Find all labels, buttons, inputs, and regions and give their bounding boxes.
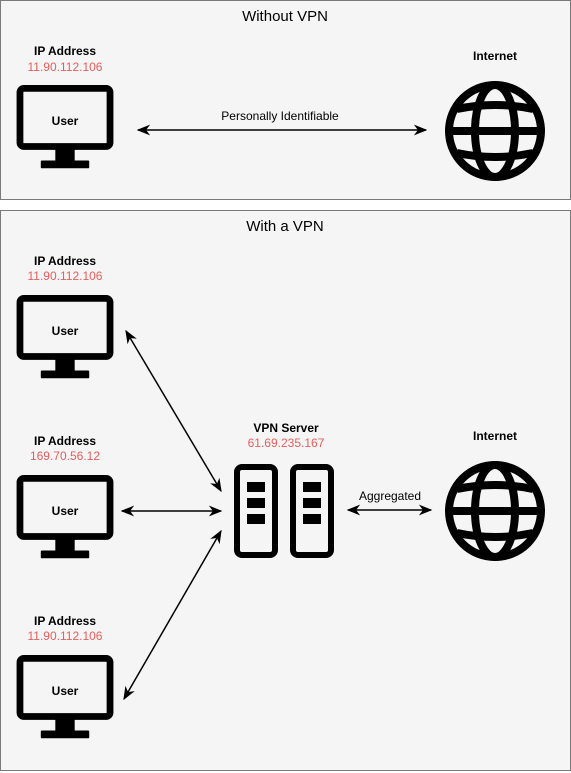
user-node: IP Address 11.90.112.106 User — [20, 44, 110, 168]
ip-heading: IP Address — [34, 434, 96, 448]
ip-address: 169.70.56.12 — [30, 449, 100, 463]
with-vpn-panel — [0, 210, 571, 771]
internet-label: Internet — [473, 429, 517, 443]
ip-address: 11.90.112.106 — [28, 60, 103, 74]
user-label: User — [52, 324, 79, 338]
without-vpn-panel — [0, 0, 571, 200]
internet-node: Internet — [449, 429, 541, 557]
user-label: User — [52, 684, 79, 698]
ip-heading: IP Address — [34, 614, 96, 628]
with-vpn-title: With a VPN — [246, 218, 324, 235]
ip-heading: IP Address — [34, 254, 96, 268]
user-node: IP Address 11.90.112.106 User — [20, 614, 110, 738]
without-vpn-title: Without VPN — [242, 8, 328, 25]
vpn-server-ip: 61.69.235.167 — [248, 436, 325, 450]
ip-address: 11.90.112.106 — [28, 629, 103, 643]
ip-heading: IP Address — [34, 44, 96, 58]
ip-address: 11.90.112.106 — [28, 269, 103, 283]
vpn-server-label: VPN Server — [253, 421, 319, 435]
connection-arrow — [123, 529, 222, 701]
connection-label: Aggregated — [359, 489, 421, 503]
vpn-server-node: VPN Server 61.69.235.167 — [237, 421, 331, 555]
user-label: User — [52, 504, 79, 518]
user-label: User — [52, 114, 79, 128]
connection-label: Personally Identifiable — [221, 109, 339, 123]
internet-label: Internet — [473, 49, 517, 63]
connection-arrow — [125, 329, 222, 493]
user-node: IP Address 169.70.56.12 User — [20, 434, 110, 558]
internet-node: Internet — [449, 49, 541, 177]
user-node: IP Address 11.90.112.106 User — [20, 254, 110, 378]
